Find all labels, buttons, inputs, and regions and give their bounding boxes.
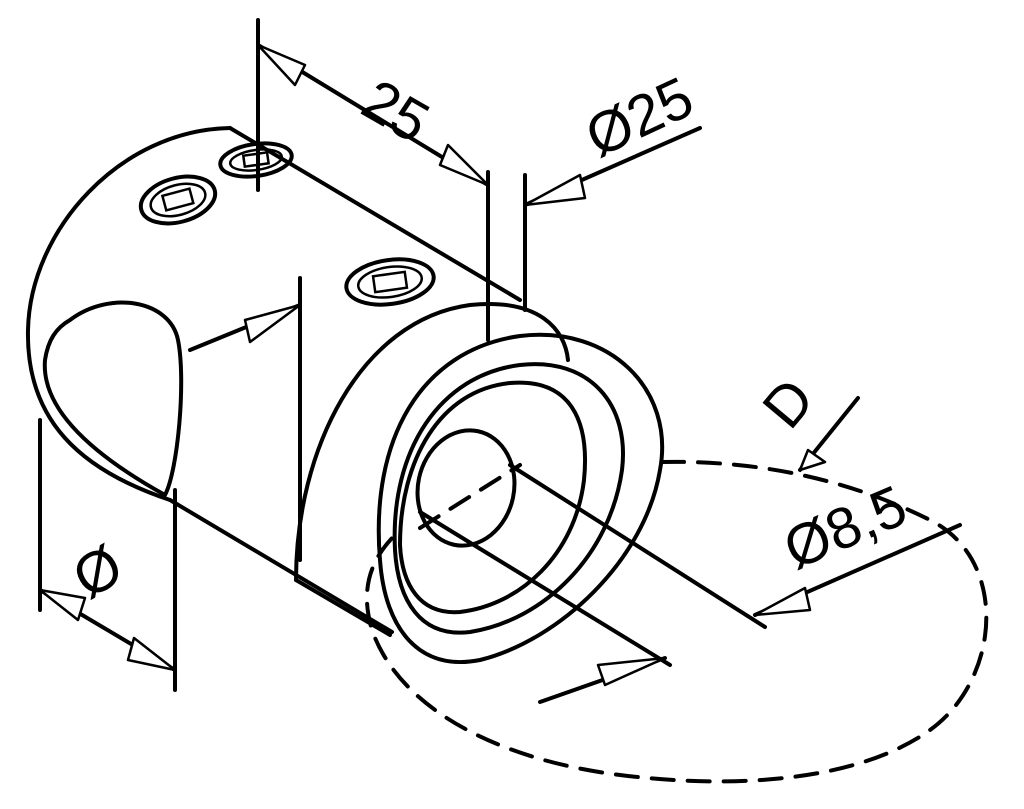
step-ring: [294, 302, 570, 582]
dimension-25: 25: [256, 18, 490, 342]
dim-length-label: 25: [352, 67, 440, 156]
dimension-dia-25: Ø25: [523, 65, 703, 312]
dimension-depth: [538, 656, 667, 704]
bore-hole: [415, 428, 517, 548]
dim-bore-label: D: [750, 366, 827, 440]
dim-hole-diameter-label: Ø8,5: [775, 473, 916, 582]
front-face: [376, 332, 665, 664]
set-screw-3: [344, 257, 436, 307]
side-hole: [42, 300, 184, 497]
set-screw-1: [138, 174, 218, 226]
dimension-height: [188, 276, 302, 562]
dimension-rod-dia: Ø: [38, 532, 177, 672]
rod-outline-dashed: [364, 459, 989, 784]
dimension-dia-85: Ø8,5: [753, 473, 962, 617]
cylinder-body: [25, 126, 522, 692]
dimension-d: D: [750, 366, 860, 472]
